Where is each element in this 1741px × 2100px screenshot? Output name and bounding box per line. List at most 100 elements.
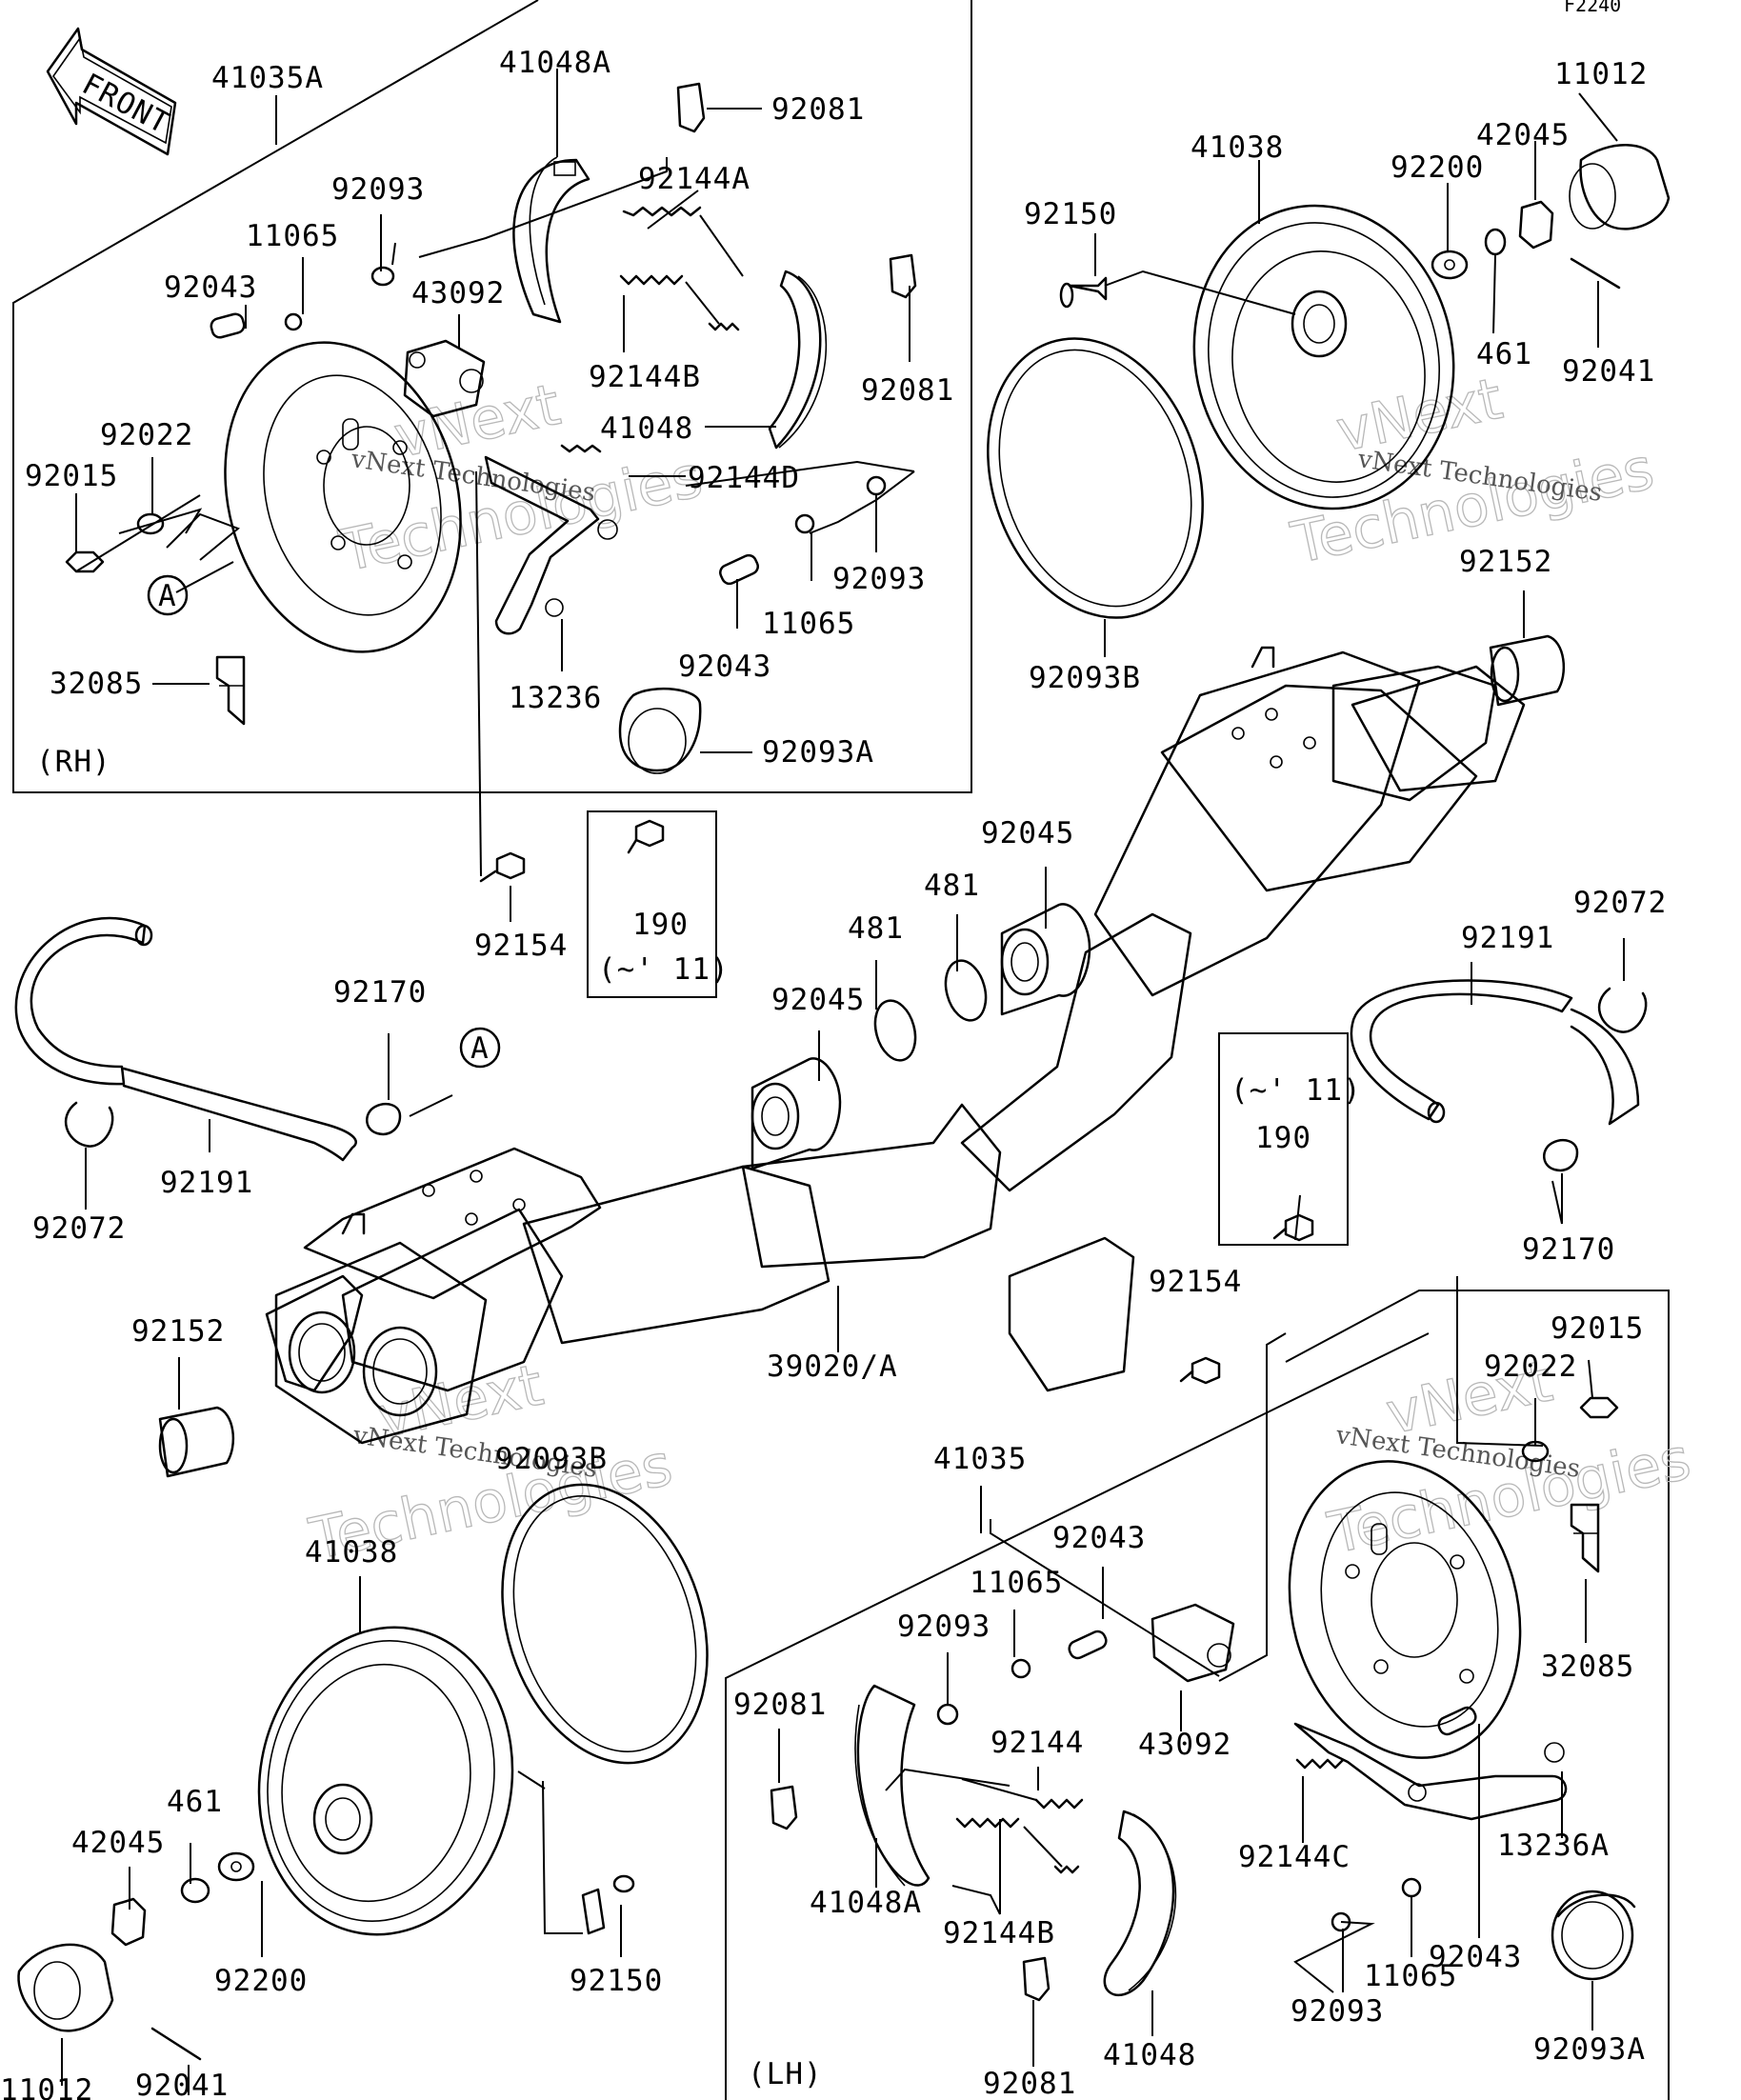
parking-lever-13236 [484, 455, 618, 635]
rh-section-frame [12, 0, 972, 793]
part-label: 92191 [160, 1166, 253, 1200]
part-label: 481 [924, 869, 980, 903]
bolts-92154-190 [479, 819, 1314, 1385]
brake-drum-41038-lh [257, 1626, 514, 1936]
part-label: 11012 [0, 2073, 93, 2100]
part-label: 92081 [983, 2067, 1076, 2100]
bushings-92152 [158, 634, 1565, 1478]
part-labels: 41035A 41048A 92081 92144A 92093 11065 9… [0, 46, 1666, 2100]
part-label: 92170 [333, 975, 427, 1010]
part-label: 481 [848, 911, 904, 946]
snap-rings-481 [873, 959, 988, 1062]
part-label: 92081 [771, 92, 865, 127]
part-label: 92081 [861, 373, 954, 408]
part-label: 92093 [897, 1610, 991, 1644]
part-label: 92093B [495, 1442, 608, 1476]
part-label: 41038 [1191, 130, 1284, 165]
part-label: 13236 [509, 681, 602, 715]
brake-shoe-41048-lh [1103, 1810, 1177, 1997]
diagram-code: F2240 [1564, 0, 1621, 16]
part-label: 92093 [1291, 1994, 1384, 2029]
part-label: 92045 [981, 816, 1074, 850]
part-label: 41048A [810, 1886, 922, 1920]
part-label: 92150 [1024, 197, 1117, 231]
part-label: 11012 [1554, 57, 1648, 91]
axle-housing-39020 [265, 646, 1526, 1445]
part-label: 42045 [71, 1826, 165, 1860]
part-label: 461 [1476, 337, 1532, 371]
part-label: 92152 [131, 1314, 225, 1349]
backing-plate-lh [1288, 1460, 1522, 1759]
part-label: 11065 [246, 219, 339, 253]
seal-ring-92093B-rh [987, 337, 1204, 619]
part-label: 92093A [1533, 2032, 1646, 2067]
leader-lines [61, 69, 1625, 2095]
svg-text:A: A [158, 579, 177, 613]
part-label: 92152 [1459, 545, 1552, 579]
return-springs-rh [560, 206, 744, 453]
part-label: 41035 [933, 1442, 1027, 1476]
wheel-cylinder-43092-rh [403, 339, 486, 418]
part-label: 92015 [1551, 1311, 1644, 1346]
bolt-190-inset-box-lower [1218, 1032, 1349, 1246]
brake-shoe-41048A-rh [512, 156, 590, 324]
clip-32085-lh [1570, 1503, 1600, 1573]
part-label: 92200 [1391, 150, 1484, 185]
part-label: 92043 [1052, 1521, 1146, 1555]
part-label: 92154 [474, 929, 568, 963]
part-label: 92043 [164, 270, 257, 305]
return-springs-lh [955, 1758, 1345, 1874]
part-label: 92144A [638, 162, 750, 196]
hose-clamps [65, 987, 1648, 1172]
part-label: 92022 [1484, 1350, 1577, 1384]
part-label: (~' 11) [598, 952, 730, 987]
breather-hose-92191-right [1350, 979, 1640, 1126]
part-label: 92093 [832, 562, 926, 596]
part-label: 92144D [688, 461, 800, 495]
part-label: 92093A [762, 735, 874, 770]
part-label: 92144C [1238, 1840, 1351, 1874]
hub-parts-lh [17, 1851, 635, 2061]
part-label: 92144B [589, 360, 701, 394]
part-label: 92041 [135, 2069, 229, 2100]
part-label: 41048 [600, 411, 693, 446]
part-label: 92150 [570, 1964, 663, 1998]
wheel-cylinder-43092-lh [1151, 1603, 1235, 1683]
part-label: 92144 [991, 1726, 1084, 1760]
part-label: 39020/A [767, 1350, 898, 1384]
part-label: 92072 [32, 1211, 126, 1246]
part-label: 92093 [331, 172, 425, 207]
bearings-92045 [750, 903, 1091, 1170]
seal-92093A-lh [1551, 1890, 1636, 1981]
part-label: 11065 [1364, 1959, 1457, 1993]
bolt-190-inset-box [587, 810, 717, 998]
part-label: 42045 [1476, 118, 1570, 152]
part-label: 190 [632, 908, 689, 942]
section-label-lh: (LH) [748, 2057, 823, 2091]
brake-shoe-41048-rh [768, 270, 828, 450]
hub-parts-rh [1059, 144, 1671, 309]
brake-shoe-41048A-lh [854, 1684, 931, 1887]
part-label: 92191 [1461, 921, 1554, 955]
part-label: 13236A [1497, 1829, 1610, 1863]
part-label: 461 [167, 1785, 223, 1819]
front-arrow-icon: FRONT [46, 27, 177, 156]
svg-text:A: A [470, 1031, 490, 1066]
callout-a-mid: A [459, 1027, 501, 1069]
part-label: 41048 [1103, 2038, 1196, 2072]
part-label: 92022 [100, 418, 193, 452]
part-label: 92043 [678, 650, 771, 684]
part-label: (~' 11) [1231, 1073, 1362, 1108]
part-label: 32085 [1541, 1650, 1634, 1684]
part-label: 41048A [499, 46, 611, 80]
part-label: 92200 [214, 1964, 308, 1998]
part-label: 32085 [50, 667, 143, 701]
part-label: 92015 [25, 459, 118, 493]
part-label: 92045 [771, 983, 865, 1017]
clip-32085-rh [215, 655, 246, 726]
seal-ring-92093B-lh [501, 1483, 709, 1765]
part-label: 92170 [1522, 1232, 1615, 1267]
section-label-rh: (RH) [36, 745, 111, 779]
lh-section-frame [725, 1290, 1670, 2100]
part-label: 92144B [943, 1916, 1055, 1950]
